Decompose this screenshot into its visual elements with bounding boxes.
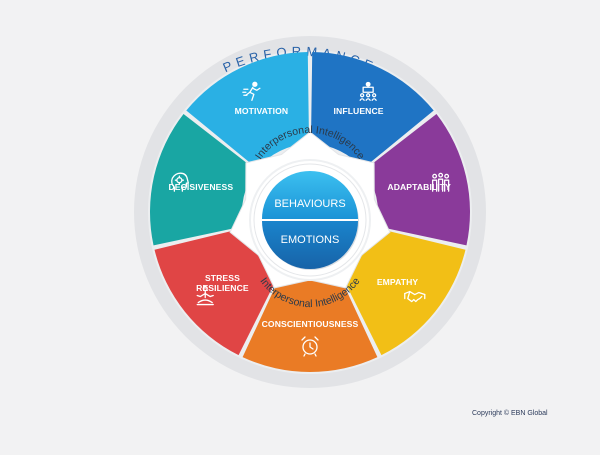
segment-label-line: EMPATHY — [377, 277, 419, 287]
center-emotions-label: EMOTIONS — [281, 234, 340, 246]
head-gear-icon — [171, 172, 190, 192]
segment-label-adaptability: ADAPTABILITY — [387, 182, 451, 192]
segment-label-line: RESILIENCE — [196, 283, 249, 293]
segment-label-influence: INFLUENCE — [334, 106, 384, 116]
center-behaviours-label: BEHAVIOURS — [274, 198, 345, 210]
segment-label-motivation: MOTIVATION — [235, 106, 289, 116]
center-ring-outer — [249, 159, 371, 281]
center-bottom-half — [262, 221, 358, 269]
center-ring-mid — [253, 163, 367, 277]
alarm-clock-icon — [301, 336, 319, 357]
segment-conscientiousness — [242, 273, 378, 372]
segment-adaptability — [363, 113, 471, 246]
segment-motivation — [186, 52, 310, 169]
copyright-text: Copyright © EBN Global — [472, 410, 548, 417]
segment-empathy — [340, 228, 466, 356]
segment-decisiveness — [149, 113, 257, 246]
group-people-icon — [431, 172, 450, 192]
center-top-half — [262, 171, 358, 219]
running-person-icon — [242, 81, 261, 101]
segment-labels-group: INFLUENCE ADAPTABILITY EMPATHY CONSCIENTIOU… — [168, 81, 451, 357]
segment-label-decisiveness: DECISIVENESS — [168, 182, 233, 192]
segment-label-line: ADAPTABILITY — [387, 182, 451, 192]
meditation-icon — [196, 285, 214, 306]
segment-label-line: INFLUENCE — [334, 106, 384, 116]
segment-influence — [310, 52, 434, 169]
segment-label-line: STRESS — [205, 273, 240, 283]
segment-label-line: DECISIVENESS — [168, 182, 233, 192]
presenter-audience-icon — [359, 81, 377, 101]
segment-label-empathy: EMPATHY — [377, 277, 419, 287]
segment-stress-resilience — [154, 228, 280, 356]
segment-label-line: CONSCIENTIOUSNESS — [262, 319, 359, 329]
segment-label-line: MOTIVATION — [235, 106, 289, 116]
handshake-icon — [404, 290, 426, 303]
segment-label-conscientiousness: CONSCIENTIOUSNESS — [262, 319, 359, 329]
segments-group — [149, 52, 471, 372]
